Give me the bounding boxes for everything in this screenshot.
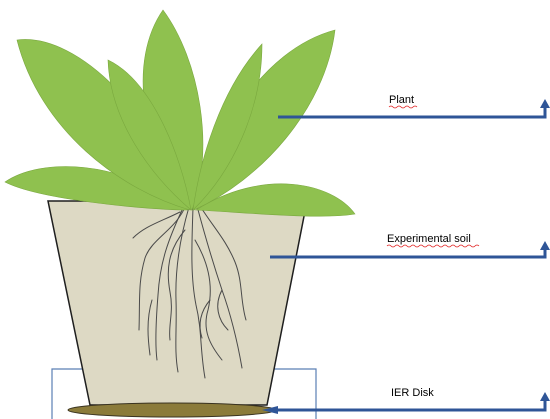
plant-leaves [5, 10, 355, 216]
plant-label: Plant [389, 94, 414, 106]
plant-label-spell-underline [389, 106, 417, 108]
pot-soil [48, 201, 307, 405]
disk-label: IER Disk [391, 387, 434, 399]
soil-label-spell-underline [387, 245, 479, 247]
soil-label: Experimental soil [387, 233, 471, 245]
ier-disk [68, 403, 276, 417]
